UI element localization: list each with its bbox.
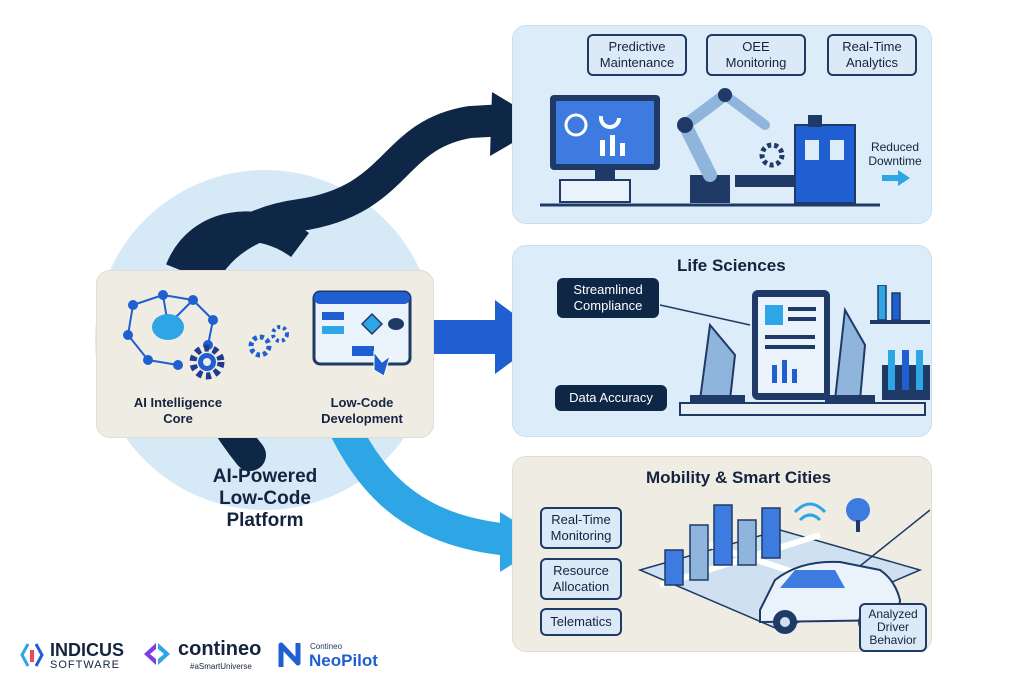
contineo-logo-icon bbox=[144, 643, 170, 665]
predictive-maintenance-tag: Predictive Maintenance bbox=[587, 34, 687, 76]
contineo-logo-name: contineo bbox=[178, 638, 262, 660]
real-time-analytics-tag: Real-Time Analytics bbox=[827, 34, 917, 76]
oee-monitoring-tag: OEE Monitoring bbox=[706, 34, 806, 76]
real-time-monitoring-tag: Real-Time Monitoring bbox=[540, 507, 622, 549]
low-code-development-label: Low-Code Development bbox=[321, 395, 403, 426]
telematics-tag: Telematics bbox=[540, 608, 622, 636]
indicus-logo-name: INDICUS bbox=[50, 640, 125, 660]
arrow-right-icon bbox=[882, 170, 910, 186]
neopilot-logo-icon bbox=[278, 642, 301, 667]
platform-title: AI-Powered Low-Code Platform bbox=[212, 466, 318, 531]
life-sciences-title: Life Sciences bbox=[677, 256, 786, 275]
factory-illustration bbox=[540, 88, 880, 207]
indicus-logo-icon bbox=[20, 643, 44, 667]
indicus-logo-sub: SOFTWARE bbox=[50, 659, 120, 671]
neopilot-logo-small: Contineo bbox=[310, 642, 343, 651]
arrow-to-life-sciences bbox=[430, 320, 500, 354]
neopilot-logo-name: NeoPilot bbox=[309, 651, 378, 670]
resource-allocation-tag: Resource Allocation bbox=[540, 558, 622, 600]
ai-intelligence-core-label: AI Intelligence Core bbox=[133, 395, 223, 426]
small-gears-icon bbox=[248, 325, 289, 358]
ai-brain-network-icon bbox=[123, 290, 218, 370]
low-code-flowchart-icon bbox=[312, 290, 412, 377]
contineo-logo-sub: #aSmartUniverse bbox=[190, 662, 252, 671]
data-accuracy-tag: Data Accuracy bbox=[555, 385, 667, 411]
lab-illustration bbox=[660, 285, 930, 416]
reduced-downtime-note: Reduced Downtime bbox=[868, 140, 922, 168]
mobility-title: Mobility & Smart Cities bbox=[646, 468, 832, 487]
analyzed-driver-behavior-tag: Analyzed Driver Behavior bbox=[859, 603, 927, 652]
gear-icon bbox=[189, 344, 225, 380]
streamlined-compliance-tag: Streamlined Compliance bbox=[557, 278, 659, 318]
